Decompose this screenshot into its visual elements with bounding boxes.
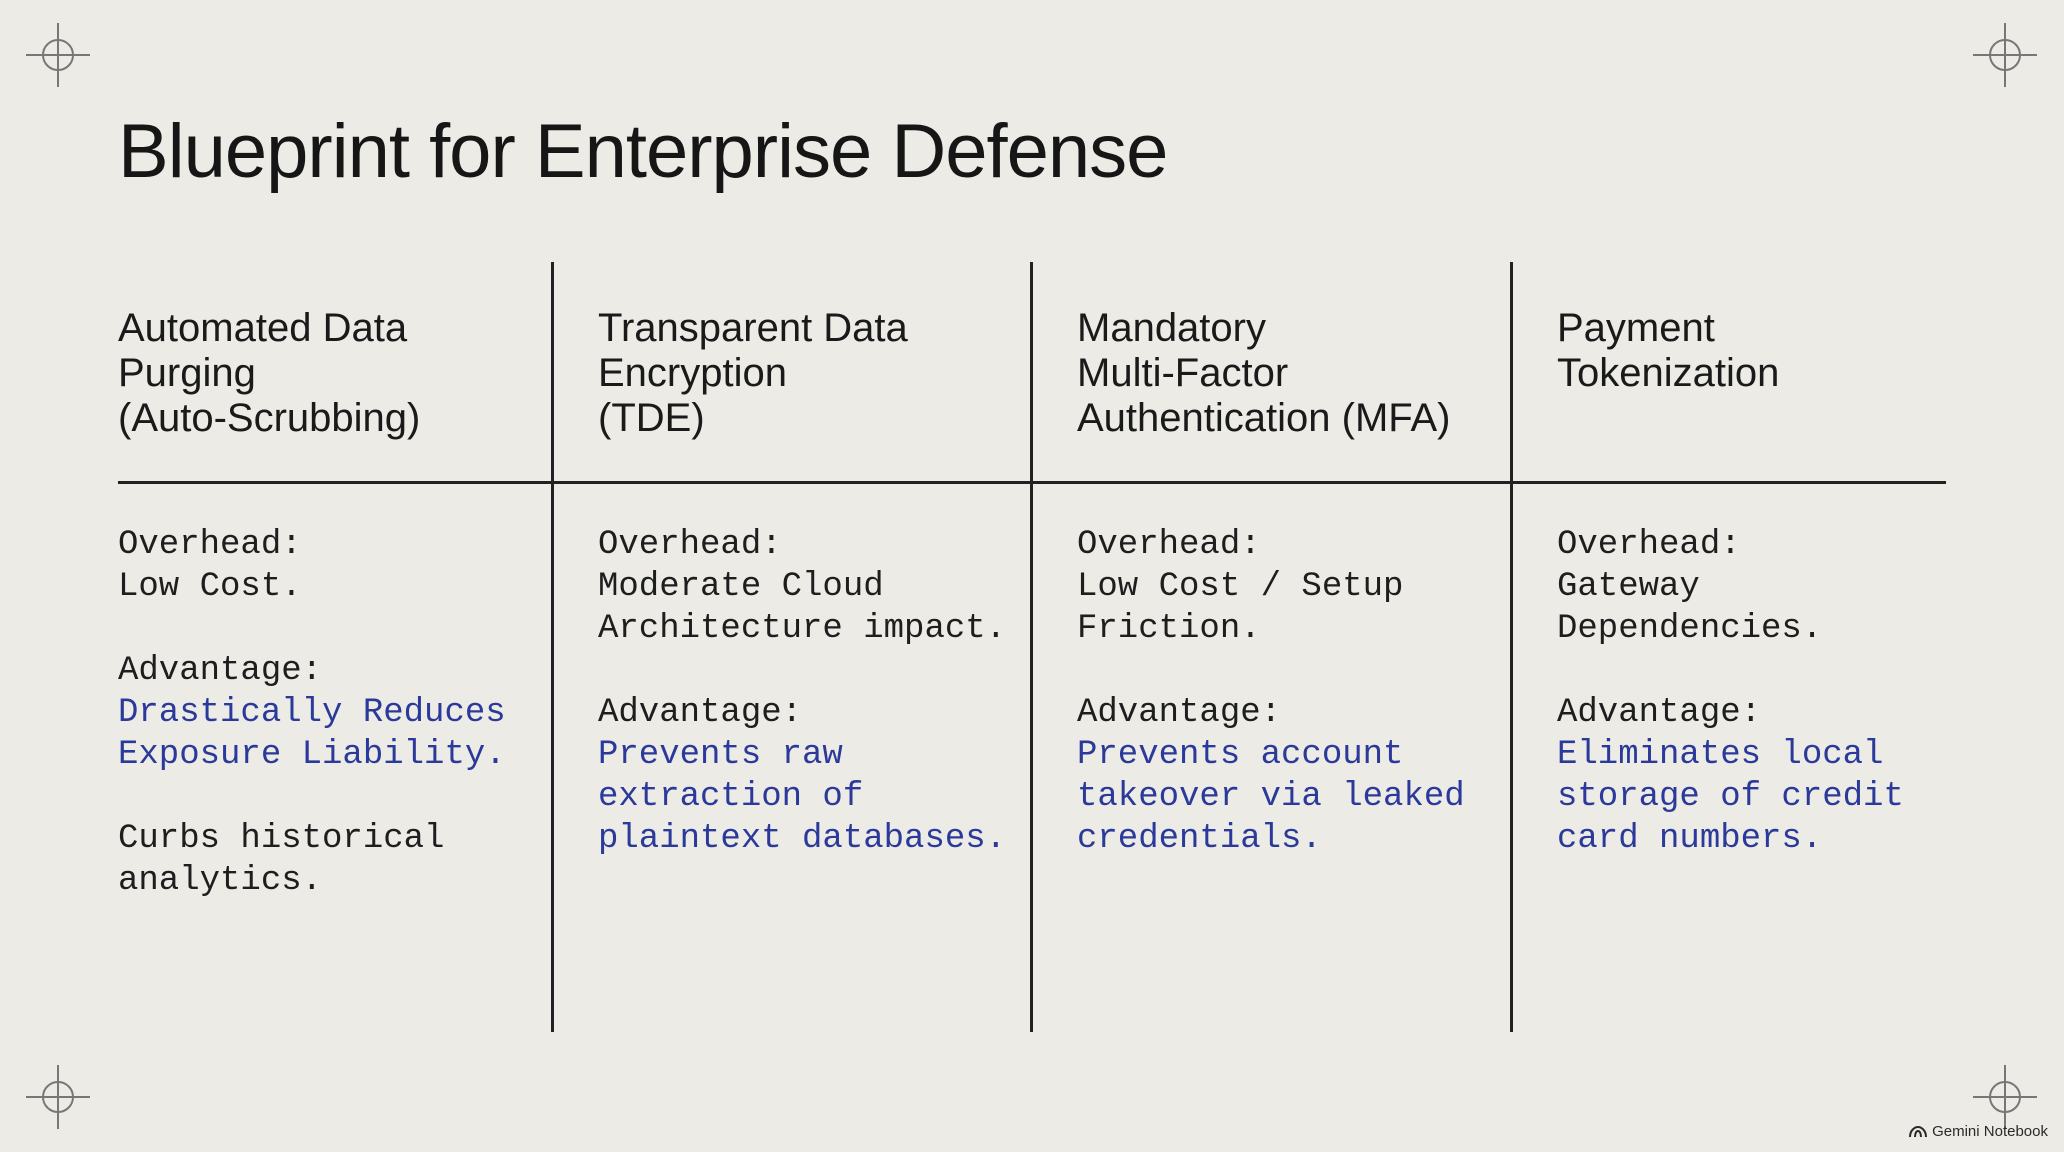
overhead-block-text: Dependencies. (1557, 610, 1823, 648)
column-heading-line: (TDE) (598, 396, 705, 440)
advantage-block-text: Drastically Reduces (118, 694, 506, 732)
overhead-block-text: Friction. (1077, 610, 1261, 648)
advantage-block-text: storage of credit (1557, 778, 1904, 816)
gemini-logo-icon (1909, 1125, 1928, 1138)
column-divider (1030, 262, 1033, 1032)
column-heading-line: Transparent Data (598, 306, 908, 350)
overhead-block-text: Low Cost / Setup (1077, 568, 1404, 606)
overhead-block-text: Architecture impact. (598, 610, 1007, 648)
advantage-block-text: Prevents account (1077, 736, 1404, 774)
corner-crosshair-bottom-left-icon (22, 1061, 94, 1133)
advantage-block-text: plaintext databases. (598, 820, 1007, 858)
advantage-block-text: credentials. (1077, 820, 1322, 858)
advantage-block-label: Advantage: (1077, 694, 1282, 732)
advantage-block-label: Advantage: (118, 652, 323, 690)
column-heading-line: Mandatory (1077, 306, 1266, 350)
overhead-block: Overhead: Low Cost. (118, 524, 558, 608)
advantage-block-text: Eliminates local (1557, 736, 1884, 774)
advantage-block: Advantage: Prevents raw extraction of plain… (598, 692, 1038, 860)
brand-label: Gemini Notebook (1932, 1123, 2048, 1140)
advantage-block: Advantage: Prevents account takeover via l… (1077, 692, 1517, 860)
advantage-block-text: Exposure Liability. (118, 736, 506, 774)
advantage-block-label: Advantage: (598, 694, 803, 732)
column-heading-line: Tokenization (1557, 351, 1780, 395)
overhead-block-text: Moderate Cloud (598, 568, 884, 606)
note-block-text: Curbs historical (118, 820, 445, 858)
overhead-block-text: Gateway (1557, 568, 1700, 606)
column-heading-line: Authentication (MFA) (1077, 396, 1451, 440)
note-block: Curbs historical analytics. (118, 818, 558, 902)
overhead-block-label: Overhead: (118, 526, 302, 564)
column-heading-line: Encryption (598, 351, 787, 395)
brand-footer: Gemini Notebook (1909, 1123, 2048, 1140)
overhead-block-label: Overhead: (1077, 526, 1261, 564)
overhead-block-label: Overhead: (1557, 526, 1741, 564)
column-heading-line: Multi-Factor (1077, 351, 1289, 395)
corner-crosshair-bottom-right-icon (1969, 1061, 2041, 1133)
column-body: Overhead: Low Cost. Advantage: Drastically … (118, 524, 558, 944)
advantage-block-text: takeover via leaked (1077, 778, 1465, 816)
overhead-block-text: Low Cost. (118, 568, 302, 606)
advantage-block: Advantage: Eliminates local storage of cre… (1557, 692, 1997, 860)
advantage-block-text: extraction of (598, 778, 864, 816)
column-divider (1510, 262, 1513, 1032)
column-heading-line: Automated Data (118, 306, 408, 350)
advantage-block-text: card numbers. (1557, 820, 1823, 858)
column-divider (551, 262, 554, 1032)
column-heading-line: Payment (1557, 306, 1715, 350)
corner-crosshair-top-left-icon (22, 19, 94, 91)
advantage-block-label: Advantage: (1557, 694, 1762, 732)
slide-title: Blueprint for Enterprise Defense (118, 109, 1168, 194)
note-block-text: analytics. (118, 862, 323, 900)
column-heading-line: (Auto-Scrubbing) (118, 396, 421, 440)
corner-crosshair-top-right-icon (1969, 19, 2041, 91)
column-heading-line: Purging (118, 351, 256, 395)
advantage-block-text: Prevents raw (598, 736, 843, 774)
overhead-block-label: Overhead: (598, 526, 782, 564)
